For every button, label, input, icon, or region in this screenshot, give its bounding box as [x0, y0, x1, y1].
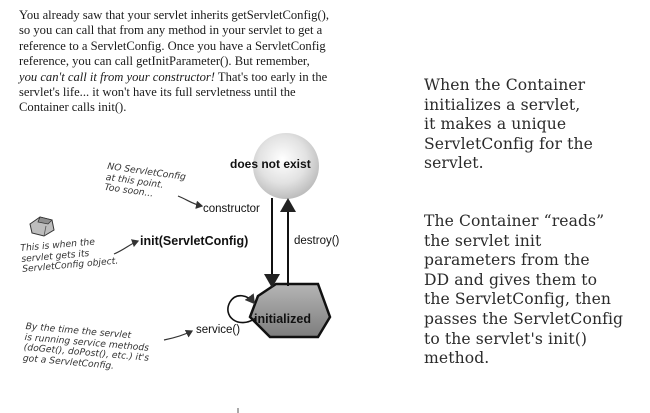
body-line-rest: That's too early in the: [215, 69, 328, 84]
side-note-line: parameters from the: [424, 251, 590, 270]
side-note-line: the servlet init: [424, 231, 542, 250]
side-note-line: DD and gives them to: [424, 270, 598, 289]
side-note-line: servlet.: [424, 154, 484, 173]
service-loop-arrow: [227, 293, 257, 324]
side-note-reads: The Container “reads” the servlet init p…: [424, 212, 644, 369]
body-line: so you can call that from any method in …: [19, 23, 323, 38]
body-emphasis: you can't call it from your constructor!: [19, 69, 216, 84]
side-note-line: method.: [424, 349, 490, 368]
side-note-line: the ServletConfig, then: [424, 290, 612, 309]
does-not-exist-bubble: [253, 133, 319, 199]
body-line: you can't call it from your constructor!…: [19, 70, 371, 85]
body-line: Container calls init().: [19, 100, 127, 115]
body-line: reference to a ServletConfig. Once you h…: [19, 38, 326, 53]
body-line: servlet's life... it won't have its full…: [19, 85, 296, 100]
gear-block-icon: [29, 216, 55, 237]
state-does-not-exist-label: does not exist: [230, 157, 311, 171]
body-line: reference, you can call getInitParameter…: [19, 54, 310, 69]
transition-service-label: service(): [196, 324, 241, 336]
transition-constructor-label: constructor: [203, 203, 260, 215]
side-note-line: initializes a servlet,: [424, 95, 581, 114]
note-constructor-arrow: [177, 195, 204, 209]
side-note-container: When the Container initializes a servlet…: [424, 76, 644, 174]
body-line: You already saw that your servlet inheri…: [19, 8, 329, 22]
body-paragraph: You already saw that your servlet inheri…: [19, 8, 371, 116]
side-note-line: ServletConfig for the: [424, 134, 593, 153]
initialized-state-hexagon: [248, 282, 332, 339]
side-note-line: to the servlet's init(): [424, 329, 588, 348]
side-note-line: passes the ServletConfig: [424, 309, 624, 328]
state-initialized-label: initialized: [254, 312, 311, 326]
note-service-arrow: [163, 329, 194, 341]
transition-destroy-label: destroy(): [294, 235, 340, 247]
side-note-line: it makes a unique: [424, 115, 567, 134]
side-note-line: When the Container: [424, 76, 586, 94]
transition-init-label: init(ServletConfig): [140, 234, 249, 248]
note-init-arrow: [113, 239, 140, 255]
side-note-line: The Container “reads”: [424, 212, 605, 230]
